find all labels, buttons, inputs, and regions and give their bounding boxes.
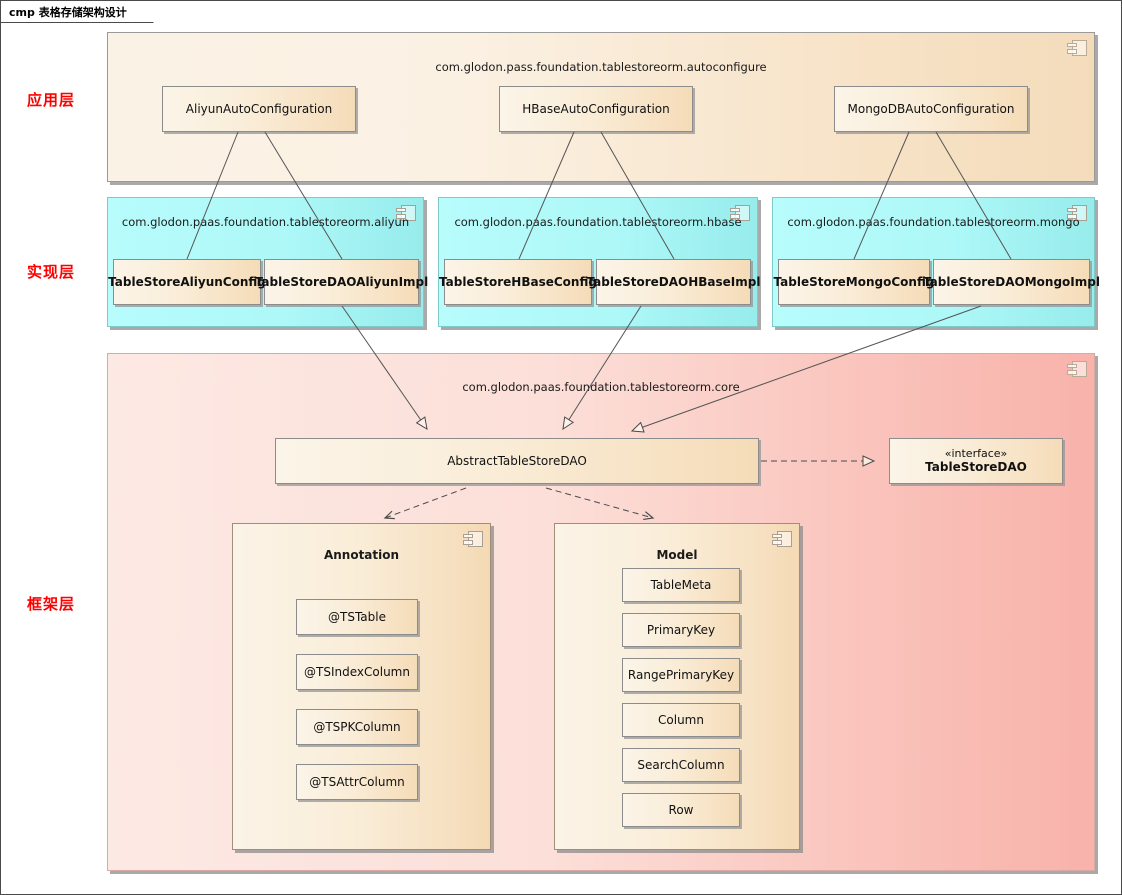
frame-tab-corner <box>131 1 165 23</box>
component-icon <box>772 531 792 547</box>
interface-tablestore-dao[interactable]: «interface» TableStoreDAO <box>889 438 1063 484</box>
component-icon <box>1067 40 1087 56</box>
interface-name: TableStoreDAO <box>925 460 1027 475</box>
package-annotation-title: Annotation <box>323 548 400 562</box>
class-tablestore-dao-aliyun-impl[interactable]: TableStoreDAOAliyunImpl <box>255 259 428 305</box>
class-tablestore-aliyun-config[interactable]: TableStoreAliyunConfig <box>108 259 266 305</box>
class-tablestore-dao-hbase-impl[interactable]: TableStoreDAOHBaseImpl <box>587 259 760 305</box>
class-ts-index-column[interactable]: @TSIndexColumn <box>296 654 418 690</box>
class-ts-attr-column[interactable]: @TSAttrColumn <box>296 764 418 800</box>
class-search-column[interactable]: SearchColumn <box>622 748 740 782</box>
package-core-title: com.glodon.paas.foundation.tablestoreorm… <box>462 380 740 394</box>
package-mongo-title: com.glodon.paas.foundation.tablestoreorm… <box>787 215 1080 229</box>
layer-label-application: 应用层 <box>27 91 76 109</box>
component-icon <box>396 205 416 221</box>
component-icon <box>1067 361 1087 377</box>
component-icon <box>730 205 750 221</box>
diagram-title-text: 表格存储架构设计 <box>38 6 127 19</box>
class-row[interactable]: Row <box>622 793 740 827</box>
class-primary-key[interactable]: PrimaryKey <box>622 613 740 647</box>
class-mongodb-auto-configuration[interactable]: MongoDBAutoConfiguration <box>834 86 1028 132</box>
class-ts-table[interactable]: @TSTable <box>296 599 418 635</box>
package-hbase-title: com.glodon.paas.foundation.tablestoreorm… <box>454 215 742 229</box>
package-autoconfigure-title: com.glodon.pass.foundation.tablestoreorm… <box>435 60 767 74</box>
diagram-frame-tab: cmp 表格存储架构设计 <box>1 1 165 23</box>
class-ts-pk-column[interactable]: @TSPKColumn <box>296 709 418 745</box>
diagram-title: cmp 表格存储架构设计 <box>9 4 127 20</box>
class-tablestore-hbase-config[interactable]: TableStoreHBaseConfig <box>439 259 597 305</box>
class-tablestore-dao-mongo-impl[interactable]: TableStoreDAOMongoImpl <box>923 259 1100 305</box>
class-abstract-tablestore-dao[interactable]: AbstractTableStoreDAO <box>275 438 759 484</box>
class-aliyun-auto-configuration[interactable]: AliyunAutoConfiguration <box>162 86 356 132</box>
layer-label-implementation: 实现层 <box>27 263 76 281</box>
class-range-primary-key[interactable]: RangePrimaryKey <box>622 658 740 692</box>
component-icon <box>1067 205 1087 221</box>
layer-label-framework: 框架层 <box>27 595 76 613</box>
interface-stereotype: «interface» <box>944 446 1008 460</box>
package-aliyun-title: com.glodon.paas.foundation.tablestoreorm… <box>121 215 410 229</box>
class-table-meta[interactable]: TableMeta <box>622 568 740 602</box>
package-model-title: Model <box>656 548 698 562</box>
class-tablestore-mongo-config[interactable]: TableStoreMongoConfig <box>774 259 934 305</box>
diagram-keyword: cmp <box>9 6 35 19</box>
component-icon <box>463 531 483 547</box>
class-column[interactable]: Column <box>622 703 740 737</box>
class-hbase-auto-configuration[interactable]: HBaseAutoConfiguration <box>499 86 693 132</box>
